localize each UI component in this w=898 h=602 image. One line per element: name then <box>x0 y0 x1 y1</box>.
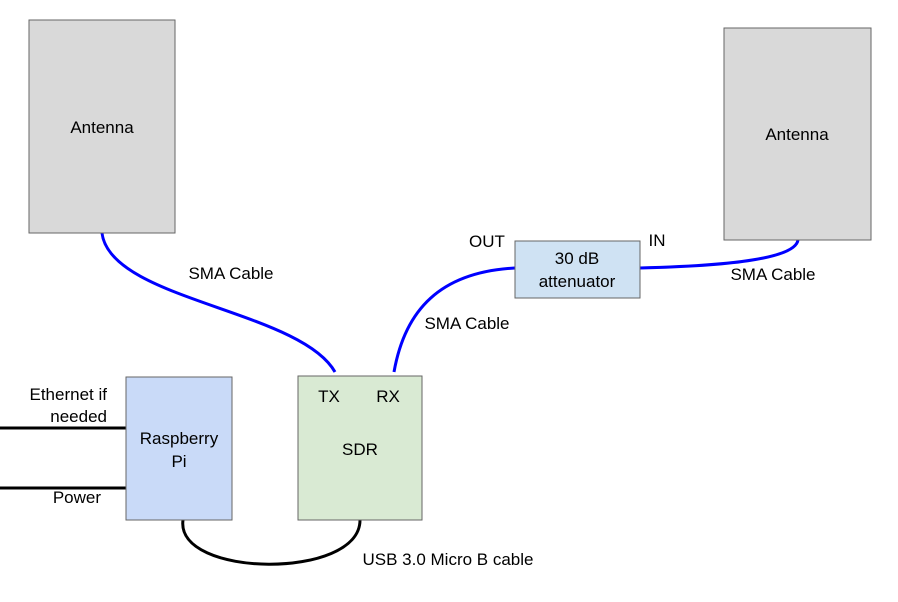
sdr-label: SDR <box>342 440 378 459</box>
sdr-box <box>297 375 423 521</box>
sma-cable-label-left: SMA Cable <box>188 264 273 283</box>
antenna-right-box <box>723 27 872 241</box>
sdr-rx-label: RX <box>376 387 400 406</box>
raspberry-pi-box <box>125 376 233 521</box>
ethernet-label-line1: Ethernet if <box>30 385 108 404</box>
antenna-left-label: Antenna <box>70 118 134 137</box>
raspberry-pi-label-line1: Raspberry <box>140 429 219 448</box>
sma-cable-label-middle: SMA Cable <box>424 314 509 333</box>
antenna-right-label: Antenna <box>765 125 829 144</box>
ethernet-label-line2: needed <box>50 407 107 426</box>
sma-cable-label-right: SMA Cable <box>730 265 815 284</box>
attenuator-label-line2: attenuator <box>539 272 616 291</box>
attenuator-in-label: IN <box>649 231 666 250</box>
raspberry-pi-label-line2: Pi <box>171 452 186 471</box>
attenuator-box <box>514 240 641 299</box>
power-label: Power <box>53 488 102 507</box>
sma-cable-rx-to-attenuator <box>392 266 516 373</box>
attenuator-out-label: OUT <box>469 232 505 251</box>
attenuator-label-line1: 30 dB <box>555 249 599 268</box>
sma-cable-attenuator-to-right-antenna <box>639 239 800 270</box>
usb-cable-label: USB 3.0 Micro B cable <box>362 550 533 569</box>
antenna-left-box <box>28 19 176 234</box>
sdr-tx-label: TX <box>318 387 340 406</box>
usb-cable-pi-to-sdr <box>181 519 362 566</box>
sma-cable-left-antenna-to-tx <box>100 232 337 373</box>
